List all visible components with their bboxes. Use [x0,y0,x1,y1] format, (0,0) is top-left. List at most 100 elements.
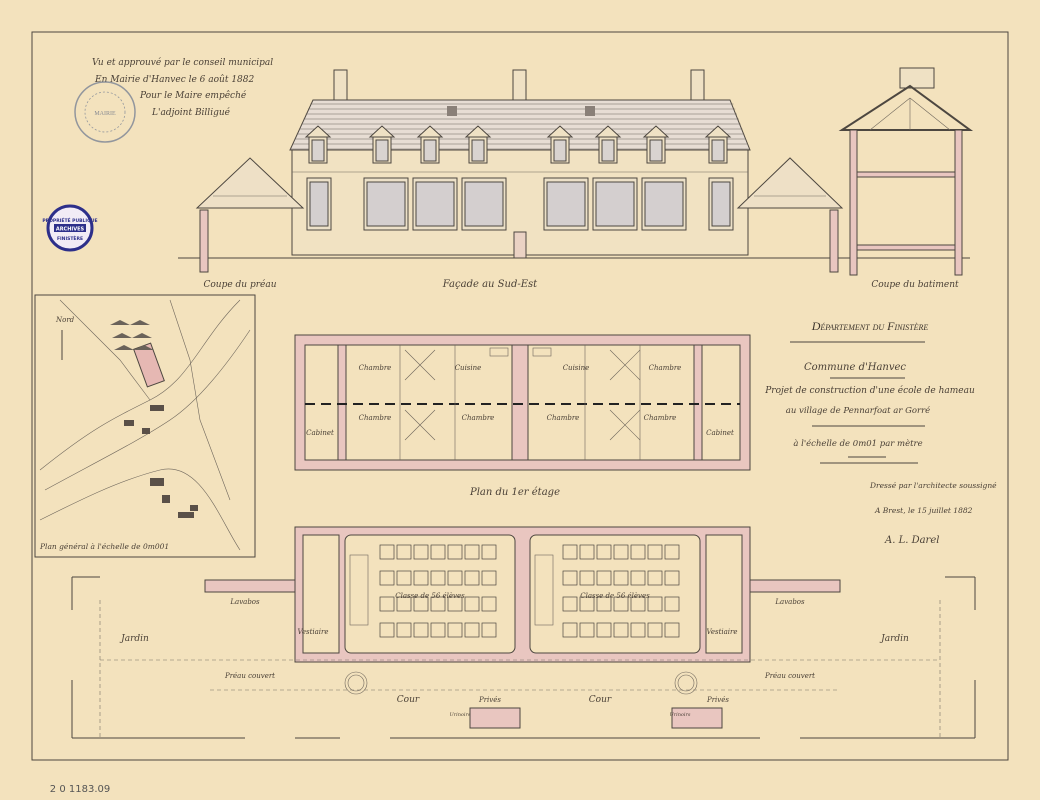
dormer-window [311,139,325,162]
window [464,181,504,227]
desk [630,596,646,612]
window [711,181,731,227]
dormer-window [471,139,485,162]
roof-vent [585,106,595,116]
desk [464,596,480,612]
architect-signature: A. L. Darel [884,535,939,546]
desk [647,596,663,612]
desk [664,544,680,560]
desk [647,570,663,586]
label-facade: Façade au Sud-Est [442,279,538,290]
cour-right-label: Cour [589,695,612,705]
urinoirs-left-label: Urinoirs [450,712,471,718]
scale-note: à l'échelle de 0m01 par mètre [793,438,922,449]
desk [664,596,680,612]
desk [613,622,629,638]
desk [579,622,595,638]
approval-line-3: Pour le Maire empêché [139,90,247,101]
room-label: Cuisine [563,364,590,372]
desk [447,544,463,560]
left-preau-post [199,209,209,273]
project-title: Projet de construction d'une école de ha… [764,385,975,396]
desk [579,570,595,586]
ground-floor-plan: Classe de 56 élèves Classe de 56 élèves … [71,526,976,740]
svg-text:FINISTÈRE: FINISTÈRE [57,234,83,242]
lavabos-right-label: Lavabos [774,598,805,606]
desk [379,544,395,560]
label-coupe-batiment: Coupe du batiment [871,280,959,290]
dormer-window [711,139,725,162]
room-label: Chambre [649,364,682,372]
window [366,181,406,227]
village-title: au village de Pennarfoat ar Gorré [786,405,930,416]
drawn-by: Dressé par l'architecte soussigné [869,481,997,490]
right-preau-roof [736,157,844,209]
desk [447,596,463,612]
desk [647,544,663,560]
desk [413,570,429,586]
dormer-window [375,139,389,162]
desk [379,622,395,638]
cour-left-label: Cour [397,695,420,705]
place-date: A Brest, le 15 juillet 1882 [874,506,973,515]
facade-elevation: Coupe du préau Façade au Sud-Est Coupe d… [178,67,974,290]
desk [579,544,595,560]
desk [430,570,446,586]
desk [647,622,663,638]
jardin-left-label: Jardin [119,634,149,644]
desk [613,596,629,612]
desk [562,596,578,612]
vestiaire-left-label: Vestiaire [297,628,328,636]
site-map: Nord Plan général à l'échelle de 0m001 [34,294,256,558]
desk [562,570,578,586]
room-label: Chambre [462,414,495,422]
desk [430,596,446,612]
desk [396,622,412,638]
desk [464,570,480,586]
window [644,181,684,227]
desk [630,544,646,560]
desk [481,544,497,560]
title-block: Département du Finistère Commune d'Hanve… [764,319,997,546]
window [595,181,635,227]
label-coupe-preau: Coupe du préau [203,279,276,290]
room-label: Cuisine [455,364,482,372]
door [513,231,527,259]
svg-text:MAIRIE: MAIRIE [94,111,116,117]
desk [379,570,395,586]
window [309,181,329,227]
outer-border [31,31,1009,761]
vestiaire-right-label: Vestiaire [706,628,737,636]
window [415,181,455,227]
room-label: Chambre [359,414,392,422]
preau-right-label: Préau couvert [764,672,815,680]
commune-title: Commune d'Hanvec [804,362,906,373]
desk [396,544,412,560]
urinoirs-right-label: Urinoirs [670,712,691,718]
room-label: Cabinet [306,429,334,437]
north-label: Nord [55,316,75,324]
desk [464,622,480,638]
prives-right-label: Privés [706,696,729,704]
room-label: Chambre [644,414,677,422]
svg-text:PROPRIÉTÉ PUBLIQUE: PROPRIÉTÉ PUBLIQUE [42,216,97,224]
left-preau-roof [195,157,305,209]
lavabos-left-label: Lavabos [229,598,260,606]
prives-left-label: Privés [478,696,501,704]
desk [596,570,612,586]
window [546,181,586,227]
desk [613,570,629,586]
room-label: Cabinet [706,429,734,437]
desk [630,570,646,586]
desk [481,622,497,638]
desk [396,596,412,612]
desk [447,570,463,586]
first-floor-plan: Chambre Cuisine Cuisine Chambre Cabinet … [294,334,751,498]
desk [664,570,680,586]
first-floor-caption: Plan du 1er étage [469,487,560,498]
desk [396,570,412,586]
dormer-window [423,139,437,162]
archives-stamp: PROPRIÉTÉ PUBLIQUE ARCHIVES FINISTÈRE [42,204,98,252]
desk [379,596,395,612]
desk [562,622,578,638]
